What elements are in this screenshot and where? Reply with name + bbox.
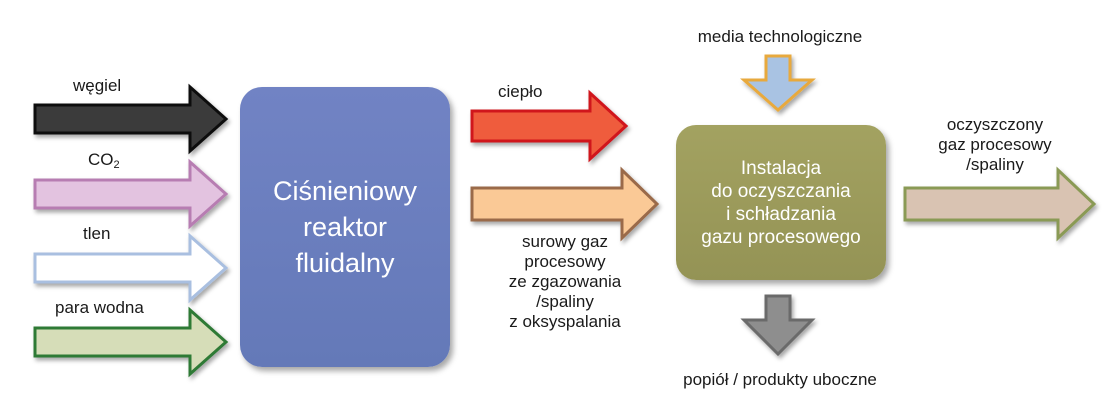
ash-label: popiół / produkty uboczne <box>683 370 877 389</box>
ash-arrow <box>740 294 816 357</box>
oxygen-arrow <box>33 232 229 304</box>
output-label-line: /spaliny <box>966 155 1024 174</box>
installation-line-3: i schładzania <box>726 203 836 225</box>
installation-box: Instalacja do oczyszczania i schładzania… <box>676 125 886 280</box>
raw-gas-label: surowy gaz procesowy ze zgazowania /spal… <box>480 232 650 332</box>
output-label: oczyszczony gaz procesowy /spaliny <box>915 115 1075 175</box>
installation-line-1: Instalacja <box>740 157 822 179</box>
steam-arrow <box>33 306 229 378</box>
coal-label: węgiel <box>73 76 122 95</box>
raw-gas-label-line: ze zgazowania <box>508 272 622 291</box>
media-label: media technologiczne <box>697 27 863 46</box>
heat-arrow <box>470 89 629 163</box>
co2-label-main: CO <box>88 150 114 169</box>
raw-gas-label-line: /spaliny <box>536 292 594 311</box>
raw-gas-label-line: surowy gaz <box>522 232 608 251</box>
raw-gas-label-line: z oksyspalania <box>509 312 621 331</box>
co2-label: CO2 <box>88 150 120 171</box>
coal-arrow <box>33 83 229 155</box>
output-label-line: oczyszczony <box>946 115 1044 134</box>
reactor-line-3: fluidalny <box>295 248 395 278</box>
oxygen-label: tlen <box>83 224 111 243</box>
output-arrow <box>903 166 1097 242</box>
raw-gas-arrow <box>470 166 660 242</box>
co2-arrow <box>33 158 229 230</box>
reactor-line-2: reaktor <box>302 212 388 242</box>
raw-gas-label-line: procesowy <box>524 252 606 271</box>
reactor-line-1: Ciśnieniowy <box>272 176 418 206</box>
media-arrow <box>740 54 816 113</box>
co2-label-subscript: 2 <box>113 159 120 171</box>
reactor-box: Ciśnieniowy reaktor fluidalny <box>240 87 450 367</box>
output-label-line: gaz procesowy <box>938 135 1052 154</box>
heat-label: ciepło <box>498 82 543 101</box>
installation-line-2: do oczyszczania <box>711 180 851 202</box>
steam-label: para wodna <box>55 298 144 317</box>
installation-line-4: gazu procesowego <box>701 226 861 248</box>
